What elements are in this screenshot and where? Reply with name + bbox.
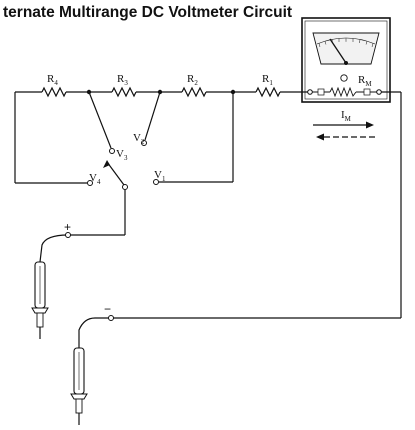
meter-face (312, 32, 380, 65)
switch-wiper (106, 161, 125, 186)
switch-common (122, 184, 128, 190)
meter-terminal-left (307, 89, 313, 95)
label-r3: R3 (117, 73, 128, 87)
junction-r2-r1 (230, 89, 236, 95)
label-rm: RM (358, 74, 372, 88)
meter-internal-wiring (311, 86, 378, 98)
switch-contact-v2 (141, 140, 147, 146)
current-arrow-solid (313, 121, 374, 129)
label-im: IM (341, 109, 352, 123)
meter-needle (329, 38, 347, 64)
junction-r3-r2 (157, 89, 163, 95)
label-r4: R4 (47, 73, 58, 87)
meter: RM (301, 17, 391, 103)
positive-terminal (65, 232, 71, 238)
meter-zero-adjust (340, 74, 348, 82)
meter-terminal-right (376, 89, 382, 95)
label-v4: V4 (89, 172, 101, 186)
range-selector-switch (87, 140, 159, 190)
negative-test-probe (70, 347, 88, 425)
current-arrow-dashed (316, 133, 378, 141)
resistor-r4 (41, 86, 67, 98)
label-r2: R2 (187, 73, 198, 87)
label-v3: V3 (116, 148, 128, 162)
resistor-r2 (181, 86, 207, 98)
resistor-r3 (111, 86, 137, 98)
negative-sign: − (104, 302, 111, 316)
label-r1: R1 (262, 73, 273, 87)
switch-contact-v4 (87, 180, 93, 186)
switch-contact-v1 (153, 179, 159, 185)
negative-terminal (108, 315, 114, 321)
positive-test-probe (31, 261, 49, 339)
resistor-r1 (255, 86, 281, 98)
switch-wiper-arrow (103, 160, 110, 168)
junction-r4-r3 (86, 89, 92, 95)
switch-contact-v3 (109, 148, 115, 154)
circuit-wiring (14, 91, 402, 348)
label-v2: V2 (133, 132, 145, 146)
label-v1: V1 (154, 169, 166, 183)
diagram-title: ternate Multirange DC Voltmeter Circuit (3, 4, 292, 21)
positive-sign: + (64, 220, 71, 234)
